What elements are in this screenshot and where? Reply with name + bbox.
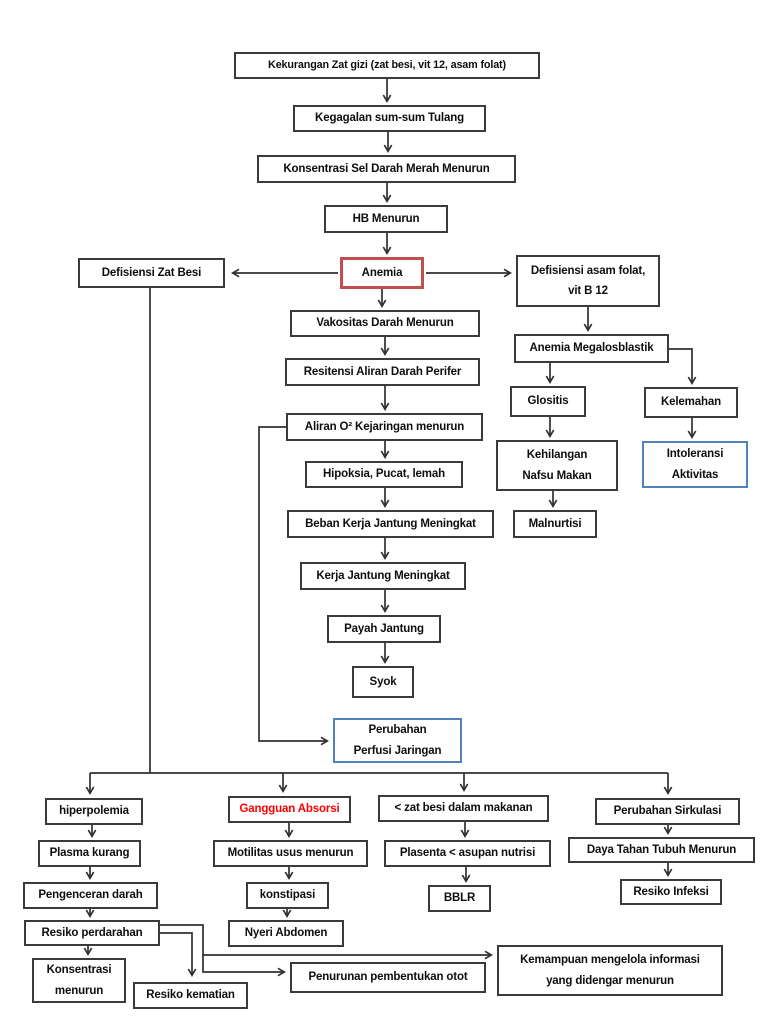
node-malnurtisi: Malnurtisi (513, 510, 597, 538)
node-pengenceran-darah: Pengenceran darah (23, 882, 158, 909)
node-kehilangan-nafsu-makan: Kehilangan Nafsu Makan (496, 440, 618, 491)
node-resiko-perdarahan: Resiko perdarahan (24, 920, 160, 946)
arrow-n09-n12 (669, 348, 697, 385)
node-perubahan-perfusi-jaringan: Perubahan Perfusi Jaringan (333, 718, 462, 763)
node-hb-menurun: HB Menurun (324, 205, 448, 233)
node-intoleransi-aktivitas: Intoleransi Aktivitas (642, 441, 748, 488)
node-kelemahan: Kelemahan (644, 387, 738, 418)
node-zat-besi-dalam-makanan: < zat besi dalam makanan (378, 795, 549, 822)
arrow-n35-n39-elbow (202, 955, 286, 977)
node-daya-tahan-tubuh-menurun: Daya Tahan Tubuh Menurun (568, 837, 755, 863)
node-nyeri-abdomen: Nyeri Abdomen (228, 920, 344, 947)
node-perubahan-sirkulasi: Perubahan Sirkulasi (595, 798, 740, 825)
node-defisiensi-zat-besi: Defisiensi Zat Besi (78, 258, 225, 288)
node-konstipasi: konstipasi (246, 882, 329, 909)
node-hipoksia-pucat-lemah: Hipoksia, Pucat, lemah (305, 461, 463, 488)
arrow-n35-n40-elbow (160, 924, 493, 960)
node-plasenta-asupan-nutrisi: Plasenta < asupan nutrisi (384, 840, 551, 867)
node-anemia-megalosblastik: Anemia Megalosblastik (514, 334, 669, 363)
node-defisiensi-asam-folat: Defisiensi asam folat, vit B 12 (516, 255, 660, 307)
node-hiperpolemia: hiperpolemia (45, 798, 143, 825)
node-aliran-o2-menurun: Aliran O² Kejaringan menurun (286, 413, 483, 441)
node-motilitas-usus-menurun: Motilitas usus menurun (213, 840, 368, 867)
node-plasma-kurang: Plasma kurang (38, 840, 141, 867)
node-glositis: Glositis (510, 386, 586, 417)
node-beban-kerja-jantung: Beban Kerja Jantung Meningkat (287, 510, 494, 538)
arrow-n35-n38-elbow (160, 932, 197, 977)
node-kegagalan-sumsum-tulang: Kegagalan sum-sum Tulang (293, 105, 486, 132)
node-kerja-jantung-meningkat: Kerja Jantung Meningkat (300, 562, 466, 590)
node-resiko-infeksi: Resiko Infeksi (620, 879, 722, 905)
node-anemia: Anemia (340, 257, 424, 289)
node-konsentrasi-sel-darah-merah: Konsentrasi Sel Darah Merah Menurun (257, 155, 516, 183)
node-kekurangan-zat-gizi: Kekurangan Zat gizi (zat besi, vit 12, a… (234, 52, 540, 79)
node-resitensi-aliran-darah: Resitensi Aliran Darah Perifer (285, 358, 480, 386)
node-bblr: BBLR (428, 885, 491, 912)
node-konsentrasi-menurun: Konsentrasi menurun (32, 958, 126, 1003)
node-resiko-kematian: Resiko kematian (133, 982, 248, 1009)
node-vakositas-darah-menurun: Vakositas Darah Menurun (290, 310, 480, 337)
node-syok: Syok (352, 666, 414, 698)
node-penurunan-pembentukan-otot: Penurunan pembentukan otot (290, 962, 486, 993)
arrow-n13-n22-elbow (258, 426, 329, 746)
node-kemampuan-mengelola-informasi: Kemampuan mengelola informasi yang diden… (497, 945, 723, 996)
node-gangguan-absorsi: Gangguan Absorsi (228, 796, 351, 823)
node-payah-jantung: Payah Jantung (327, 615, 441, 643)
